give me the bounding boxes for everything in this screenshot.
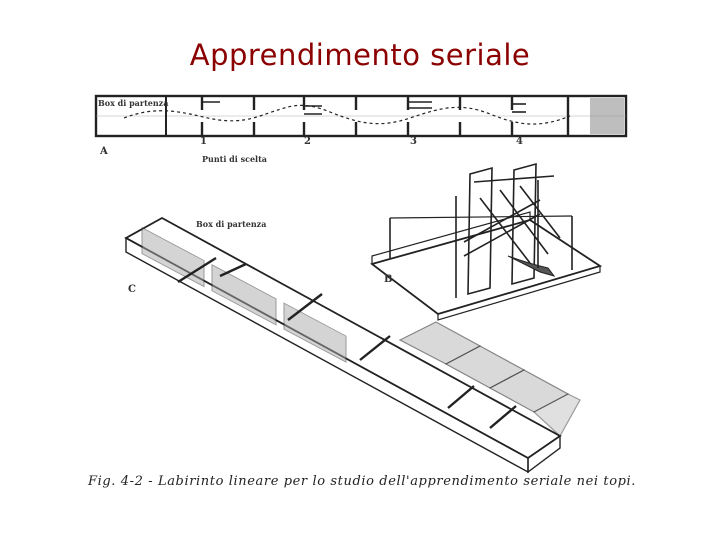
choice-point-3: 3 — [410, 136, 417, 147]
panel-c-maze-perspective — [124, 216, 581, 474]
choice-points-caption: Punti di scelta — [202, 154, 267, 164]
panel-b-choice-point-perspective — [370, 162, 603, 321]
panel-c-start-box-label: Box di partenza — [196, 219, 267, 229]
panel-a-start-box-label: Box di partenza — [98, 98, 169, 108]
maze-figure: Box di partenza A 1 2 3 4 Punti di scelt… — [60, 88, 660, 498]
maze-illustration — [94, 94, 628, 474]
choice-point-1: 1 — [200, 136, 207, 147]
panel-a-label: A — [100, 146, 108, 157]
figure-caption: Fig. 4-2 - Labirinto lineare per lo stud… — [88, 474, 637, 489]
panel-a-maze-plan — [94, 94, 628, 138]
choice-point-4: 4 — [516, 136, 523, 147]
choice-point-2: 2 — [304, 136, 311, 147]
slide-title: Apprendimento seriale — [189, 38, 531, 72]
panel-c-label: C — [128, 284, 136, 295]
panel-b-label: B — [384, 274, 393, 285]
